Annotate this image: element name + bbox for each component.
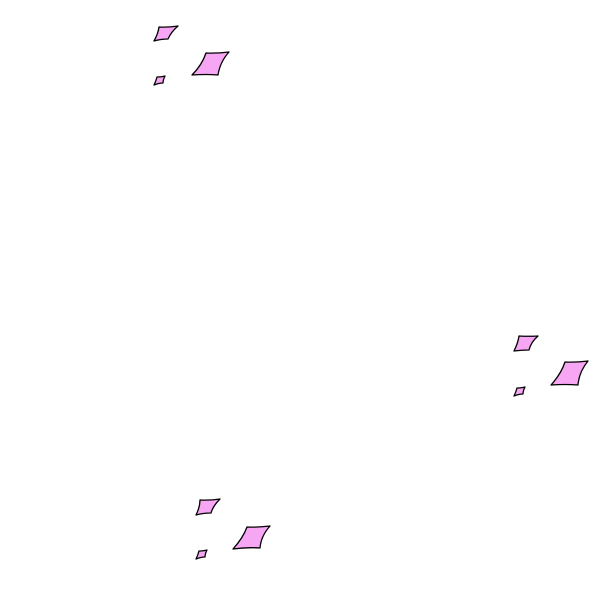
sparkle-icon <box>232 525 271 550</box>
sparkle-icon <box>195 498 221 516</box>
sparkle-icon <box>513 335 539 352</box>
sparkle-icon <box>191 51 230 76</box>
sparkle-icon <box>550 360 589 386</box>
sparkle-cluster-bottom-left <box>195 498 271 560</box>
sparkle-cluster-top-left <box>153 25 230 86</box>
sparkle-icon <box>513 386 526 397</box>
sparkle-icon <box>153 25 179 42</box>
sparkle-icon <box>195 549 208 560</box>
sparkle-icon <box>153 75 166 86</box>
sparkle-cluster-middle-right <box>513 335 589 397</box>
